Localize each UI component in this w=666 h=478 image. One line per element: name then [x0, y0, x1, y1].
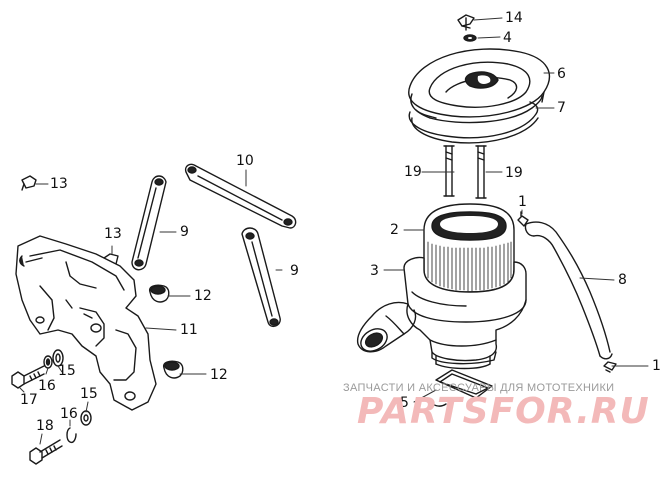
air-cleaner-gasket [408, 101, 539, 144]
callout-washer-lower: 15 [80, 386, 98, 402]
hose-clip-lower [603, 361, 617, 373]
callout-stud-bolt-left: 19 [404, 164, 422, 180]
stay-long [184, 163, 297, 229]
bolt-upper [11, 365, 45, 389]
stud-bolts [443, 145, 487, 199]
callout-air-filter-element: 2 [390, 222, 399, 238]
leader-lines [19, 17, 649, 445]
air-cleaner-cover [408, 48, 551, 124]
air-cleaner-case [356, 256, 527, 370]
watermark-logo: PARTSFOR.RU [357, 391, 650, 432]
air-cleaner-bracket [15, 235, 157, 411]
callout-case-band: 5 [400, 395, 409, 411]
grommet-upper [149, 284, 170, 303]
callout-bolt-upper: 17 [20, 392, 38, 408]
air-filter-element [423, 203, 515, 293]
wing-screw [457, 14, 475, 31]
callout-lock-washer-lower: 16 [60, 406, 78, 422]
callout-grommet-upper: 12 [194, 288, 212, 304]
callout-stay-lower: 9 [290, 263, 299, 279]
callout-stay-long: 10 [236, 153, 254, 169]
callout-hose-clip-lower: 1 [652, 358, 661, 374]
lock-washer-lower [66, 427, 77, 444]
callout-stay-upper: 9 [180, 224, 189, 240]
callout-wing-screw: 14 [505, 10, 523, 26]
washer-lower [80, 410, 92, 426]
callout-stud-bolt-right: 19 [505, 165, 523, 181]
callout-nut-middle: 13 [104, 226, 122, 242]
case-band [429, 369, 493, 407]
callout-grommet-lower: 12 [210, 367, 228, 383]
bolt-lower [29, 439, 63, 465]
grommet-lower [163, 360, 184, 379]
lock-washer-upper [43, 355, 53, 369]
callout-breather-hose: 8 [618, 272, 627, 288]
callout-nut-upper: 13 [50, 176, 68, 192]
nut-upper [21, 175, 37, 191]
callout-bolt-lower: 18 [36, 418, 54, 434]
callout-washer-upper: 15 [58, 363, 76, 379]
callout-air-cleaner-case: 3 [370, 263, 379, 279]
stay-upper [131, 175, 167, 271]
stay-lower [241, 227, 281, 328]
breather-hose [524, 221, 613, 360]
callout-air-cleaner-gasket: 7 [557, 100, 566, 116]
callout-air-cleaner-bracket: 11 [180, 322, 198, 338]
hose-clip-upper [517, 211, 529, 227]
callout-air-cleaner-cover: 6 [557, 66, 566, 82]
watermark-tagline: ЗАПЧАСТИ И АКСЕССУАРЫ ДЛЯ МОТОТЕХНИКИ [343, 382, 615, 394]
callout-washer: 4 [503, 30, 512, 46]
callout-lock-washer-upper: 16 [38, 378, 56, 394]
callout-hose-clip-upper: 1 [518, 194, 527, 210]
washer [463, 34, 477, 42]
